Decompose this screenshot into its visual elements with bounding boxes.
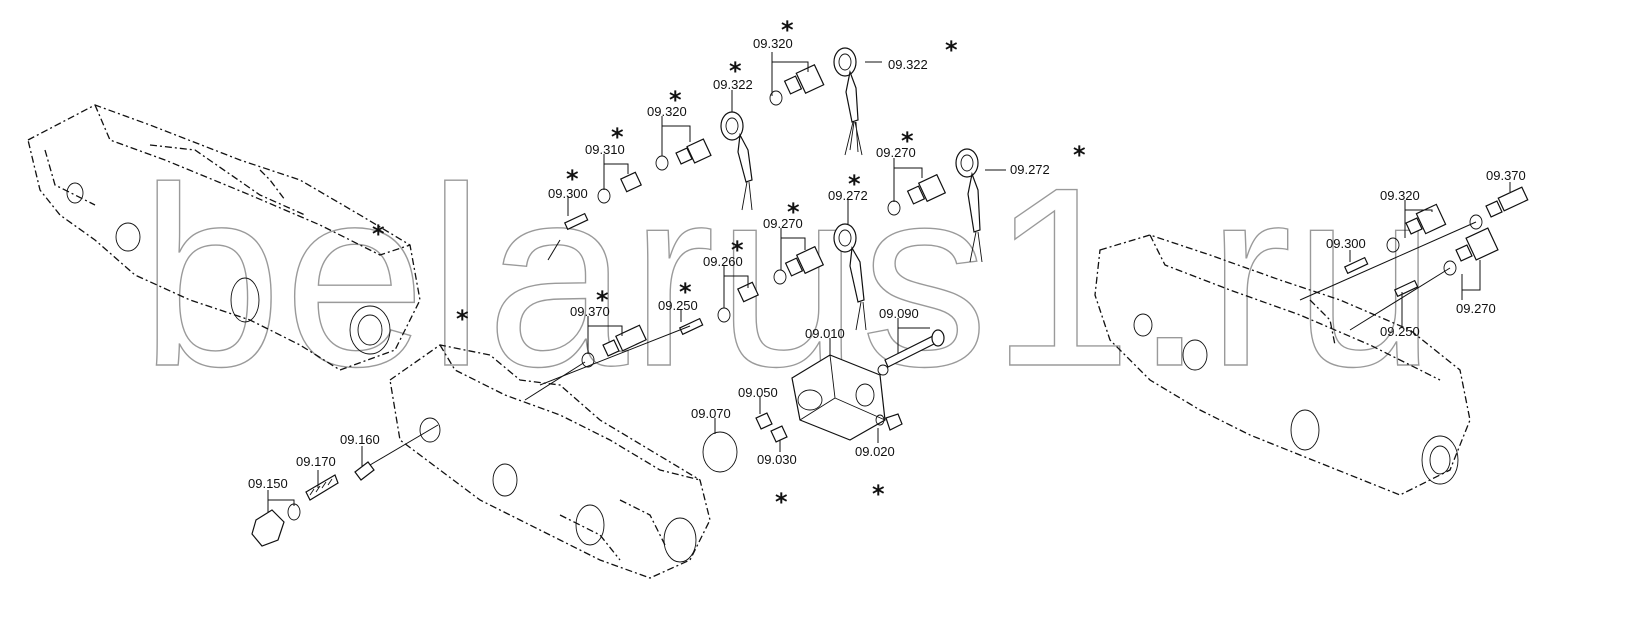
asterisk-09-300: * (566, 165, 579, 193)
right-housing (1094, 234, 1471, 496)
asterisk-09-272-right: * (1073, 141, 1086, 169)
asterisk-09-310: * (611, 123, 624, 151)
label-09-020: 09.020 (855, 444, 895, 459)
label-09-030: 09.030 (757, 452, 797, 467)
label-09-322-right: 09.322 (888, 57, 928, 72)
center-housing (389, 344, 711, 579)
connector-chain-top (547, 47, 863, 261)
label-r-09-370: 09.370 (1486, 168, 1526, 183)
asterisk-09-260: * (731, 236, 744, 264)
asterisk-09-250: * (679, 278, 692, 306)
sensor-09-370 (524, 324, 647, 401)
label-09-090: 09.090 (879, 306, 919, 321)
label-09-160: 09.160 (340, 432, 380, 447)
asterisk-09-030: * (775, 488, 788, 516)
leader-lines (267, 52, 1511, 512)
label-09-250: 09.250 (658, 298, 698, 313)
label-r-09-270: 09.270 (1456, 301, 1496, 316)
valve-block-09-010 (702, 329, 945, 473)
label-09-270-mid: 09.270 (876, 145, 916, 160)
label-09-050: 09.050 (738, 385, 778, 400)
asterisk-left-housing: * (372, 220, 385, 248)
asterisk-09-322-right: * (945, 36, 958, 64)
label-r-09-320: 09.320 (1380, 188, 1420, 203)
asterisk-09-320-top: * (781, 16, 794, 44)
asterisk-09-270-mid: * (901, 127, 914, 155)
label-09-320-mid: 09.320 (647, 104, 687, 119)
label-09-070: 09.070 (691, 406, 731, 421)
connector-chain-mid (539, 148, 983, 386)
label-09-300: 09.300 (548, 186, 588, 201)
label-09-150: 09.150 (248, 476, 288, 491)
asterisk-09-270-low: * (787, 198, 800, 226)
label-09-272-right: 09.272 (1010, 162, 1050, 177)
label-09-170: 09.170 (296, 454, 336, 469)
label-r-09-250: 09.250 (1380, 324, 1420, 339)
asterisk-center-housing: * (456, 305, 469, 333)
asterisk-09-272-mid: * (848, 170, 861, 198)
label-09-010: 09.010 (805, 326, 845, 341)
right-side-parts (1299, 186, 1529, 331)
relief-assembly (251, 424, 439, 547)
label-09-370: 09.370 (570, 304, 610, 319)
label-09-322-top: 09.322 (713, 77, 753, 92)
label-09-272-mid: 09.272 (828, 188, 868, 203)
asterisk-09-322-top: * (729, 57, 742, 85)
watermark-text: belarus1.ru (140, 135, 1438, 420)
label-09-260: 09.260 (703, 254, 743, 269)
asterisk-09-370: * (596, 286, 609, 314)
asterisk-09-020: * (872, 480, 885, 508)
label-09-310: 09.310 (585, 142, 625, 157)
asterisk-09-320-mid: * (669, 86, 682, 114)
left-housing (27, 104, 421, 371)
label-09-320-top: 09.320 (753, 36, 793, 51)
label-r-09-300: 09.300 (1326, 236, 1366, 251)
label-09-270-low: 09.270 (763, 216, 803, 231)
